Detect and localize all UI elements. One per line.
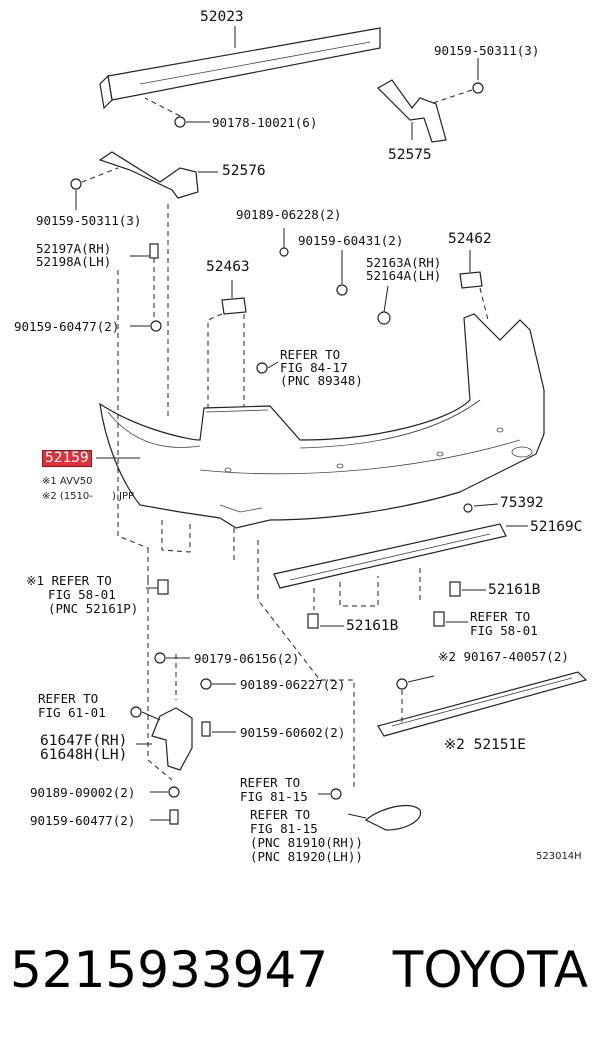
label-refer-58-left-line2[interactable]: FIG 58-01 — [48, 587, 116, 602]
bolt-90178 — [144, 97, 210, 128]
refer-81-parts — [318, 788, 422, 831]
label-90159-50311-top[interactable]: 90159-50311(3) — [434, 43, 540, 58]
note-1: ※1 AVV50 — [42, 476, 93, 487]
figure-code: 523014H — [536, 851, 582, 862]
footer-brand: TOYOTA — [392, 941, 588, 999]
label-refer-61-line1[interactable]: REFER TO — [38, 691, 99, 706]
reflector-52151e — [377, 671, 588, 737]
label-90159-60477-b[interactable]: 90159-60477(2) — [30, 813, 136, 828]
label-refer-81b-line4[interactable]: (PNC 81920(LH)) — [250, 849, 363, 864]
label-52163a[interactable]: 52163A(RH) — [366, 255, 442, 270]
retainer-52197a — [130, 243, 162, 332]
label-90189-09002[interactable]: 90189-09002(2) — [30, 785, 136, 800]
label-52159-highlighted[interactable]: 52159 — [42, 450, 92, 467]
label-refer-84-line3[interactable]: (PNC 89348) — [280, 373, 363, 388]
label-52198a[interactable]: 52198A(LH) — [36, 254, 112, 269]
label-refer-58-right-line2[interactable]: FIG 58-01 — [470, 623, 538, 638]
note-2: ※2 (1510- ) JPP — [42, 491, 135, 502]
bolts-bottom-left — [150, 786, 180, 825]
label-90159-50311-left[interactable]: 90159-50311(3) — [36, 213, 142, 228]
label-90189-06227[interactable]: 90189-06227(2) — [240, 677, 346, 692]
label-refer-84-line2[interactable]: FIG 84-17 — [280, 360, 348, 375]
label-61647f[interactable]: 61647F(RH) — [40, 733, 128, 749]
bolt-90159-60602 — [201, 721, 236, 737]
clip-refer-84 — [256, 361, 279, 374]
label-52151e[interactable]: ※2 52151E — [444, 737, 526, 753]
reinforcement-bar-52023 — [99, 26, 381, 110]
label-52197a[interactable]: 52197A(RH) — [36, 241, 112, 256]
label-refer-81a-line1[interactable]: REFER TO — [240, 775, 301, 790]
label-90159-60477-a[interactable]: 90159-60477(2) — [14, 319, 120, 334]
label-refer-81b-line3[interactable]: (PNC 81910(RH)) — [250, 835, 363, 850]
label-52161b-mid[interactable]: 52161B — [346, 618, 399, 634]
clip-90189-06227 — [200, 678, 236, 690]
guide-lines — [147, 528, 355, 790]
label-52023[interactable]: 52023 — [200, 9, 244, 25]
nut-90179 — [154, 652, 190, 664]
clips-52161b — [146, 579, 486, 629]
footer: 5215933947 TOYOTA — [0, 930, 600, 1010]
label-90178-10021[interactable]: 90178-10021(6) — [212, 115, 318, 130]
label-refer-81b-line2[interactable]: FIG 81-15 — [250, 821, 318, 836]
label-90179-06156[interactable]: 90179-06156(2) — [194, 651, 300, 666]
label-52576[interactable]: 52576 — [222, 163, 266, 179]
label-52463[interactable]: 52463 — [206, 259, 250, 275]
label-52164a[interactable]: 52164A(LH) — [366, 268, 442, 283]
bracket-61647f — [130, 706, 193, 771]
bracket-52576 — [70, 151, 218, 210]
label-90189-06228[interactable]: 90189-06228(2) — [236, 207, 342, 222]
bumper-cover-52159 — [96, 200, 545, 580]
label-90159-60431[interactable]: 90159-60431(2) — [298, 233, 404, 248]
label-52161b-right[interactable]: 52161B — [488, 582, 541, 598]
bracket-52575 — [377, 58, 484, 143]
clip-90159-60431 — [336, 250, 348, 296]
label-refer-61-line2[interactable]: FIG 61-01 — [38, 705, 106, 720]
pad-52462 — [459, 250, 489, 321]
label-refer-81a-line2[interactable]: FIG 81-15 — [240, 789, 308, 804]
label-90167-40057[interactable]: ※2 90167-40057(2) — [438, 649, 569, 664]
label-90159-60602[interactable]: 90159-60602(2) — [240, 725, 346, 740]
label-52575[interactable]: 52575 — [388, 147, 432, 163]
label-refer-81b-line1[interactable]: REFER TO — [250, 807, 311, 822]
label-75392[interactable]: 75392 — [500, 495, 544, 511]
label-refer-58-left-line3[interactable]: (PNC 52161P) — [48, 601, 139, 616]
label-61648h[interactable]: 61648H(LH) — [40, 747, 128, 763]
label-refer-58-left-line1[interactable]: ※1 REFER TO — [26, 573, 112, 588]
label-52462[interactable]: 52462 — [448, 231, 492, 247]
retainer-52163a — [377, 285, 391, 325]
label-52169c[interactable]: 52169C — [530, 519, 583, 535]
clip-90189-06228 — [279, 228, 289, 257]
parts-diagram: 52023 90159-50311(3) 90178-10021(6) 5257… — [14, 9, 588, 864]
footer-part-number: 5215933947 — [10, 941, 329, 999]
diagram-drawing — [70, 26, 588, 831]
label-refer-58-right-line1[interactable]: REFER TO — [470, 609, 531, 624]
label-refer-84-line1[interactable]: REFER TO — [280, 347, 341, 362]
bracket-52169c — [273, 503, 528, 610]
